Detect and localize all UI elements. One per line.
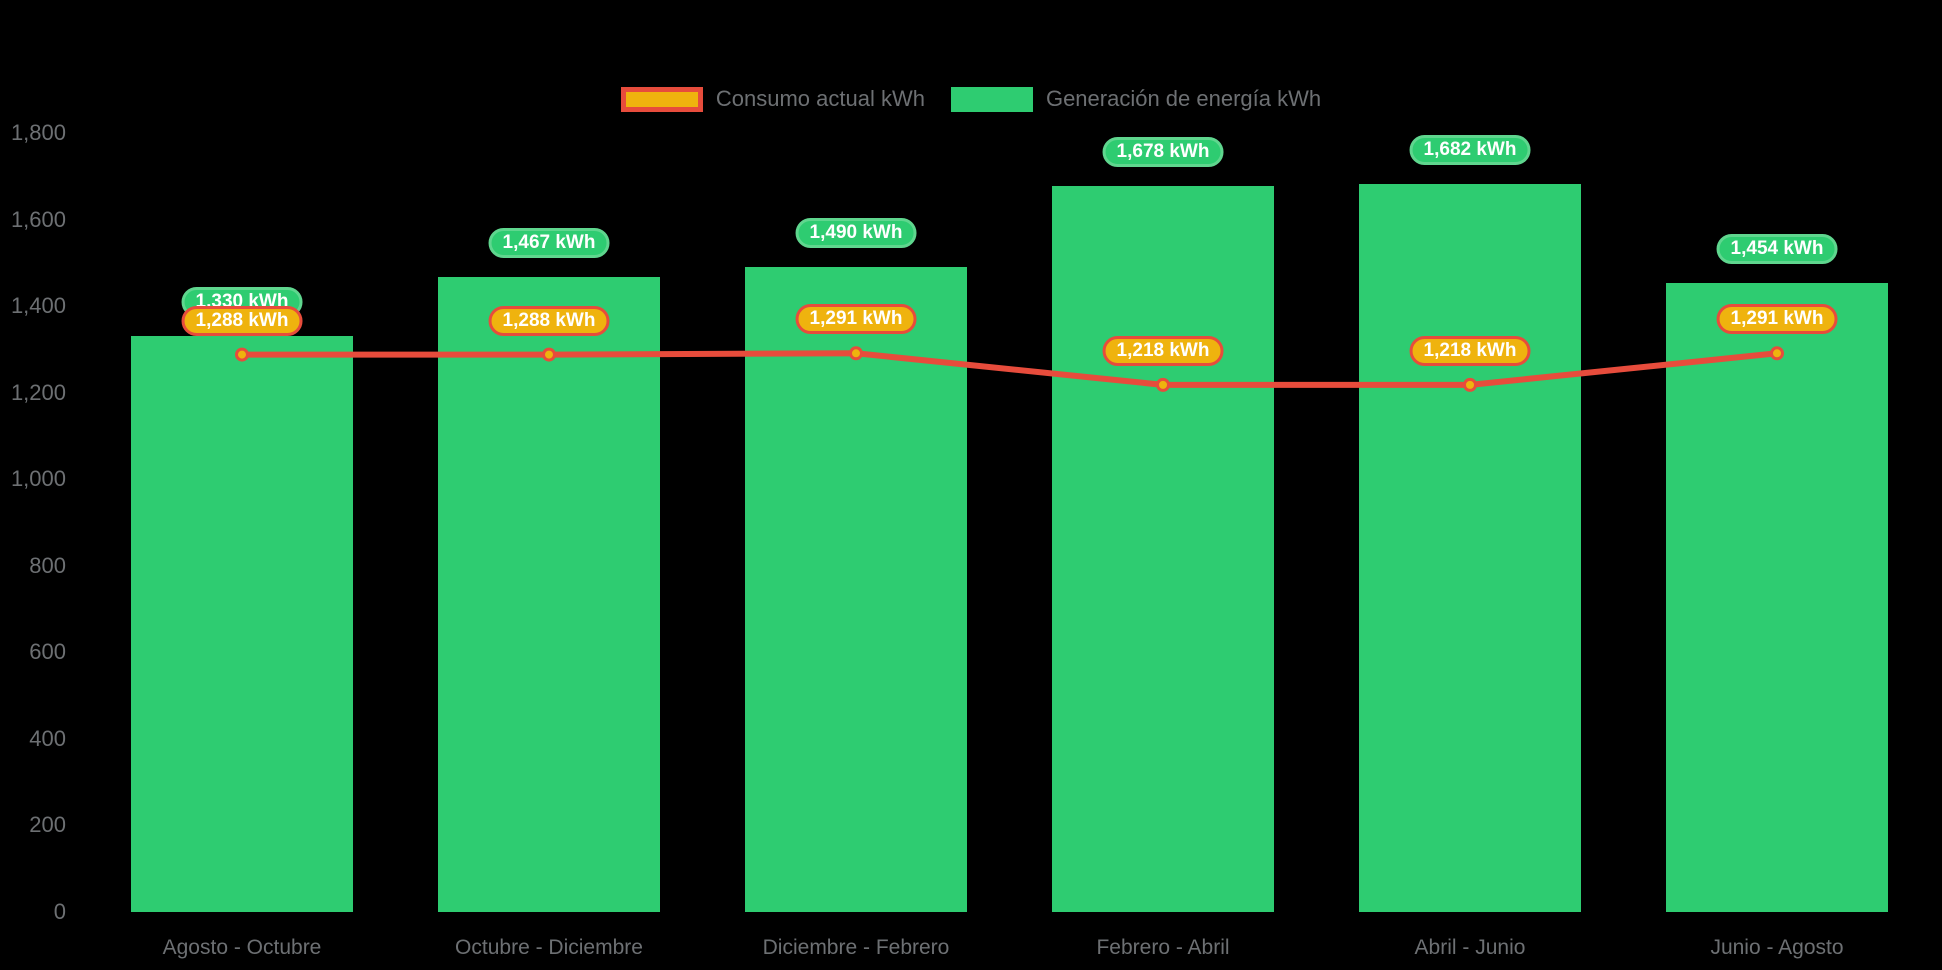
x-axis-category-label: Octubre - Diciembre [455,936,643,959]
y-axis-tick-label: 1,000 [10,466,66,492]
bar-generacion-energia[interactable] [1666,282,1888,912]
legend-item-consumo[interactable]: Consumo actual kWh [620,86,925,112]
bar-generacion-energia[interactable] [131,336,353,912]
y-axis-tick-label: 0 [53,899,66,924]
x-axis-category-label: Febrero - Abril [1096,936,1230,959]
bar-generacion-energia[interactable] [1052,185,1274,912]
bar-value-label: 1,467 kWh [488,228,610,259]
bar-value-label: 1,682 kWh [1409,135,1531,166]
bar-value-label: 1,678 kWh [1102,136,1224,167]
y-axis-tick-label: 1,200 [10,379,66,405]
bar-generacion-energia[interactable] [745,267,967,912]
legend-label-generacion: Generación de energía kWh [1045,86,1322,111]
y-axis-tick-label: 1,400 [10,293,66,319]
consumo-value-label: 1,291 kWh [795,304,917,335]
chart-legend: Consumo actual kWh Generación de energía… [0,86,1942,112]
consumo-point[interactable] [1770,346,1784,361]
legend-item-generacion[interactable]: Generación de energía kWh [950,86,1322,112]
x-axis-category-label: Abril - Junio [1414,936,1526,959]
legend-swatch-consumo-icon [620,86,703,112]
y-axis-tick-label: 800 [29,552,66,578]
consumo-point[interactable] [542,347,556,362]
consumo-point[interactable] [1463,377,1477,392]
y-axis-tick-label: 600 [29,639,66,665]
consumo-value-label: 1,218 kWh [1409,335,1531,366]
y-axis-tick-label: 400 [29,725,66,751]
consumo-value-label: 1,291 kWh [1716,304,1838,335]
consumo-value-label: 1,288 kWh [181,305,303,336]
y-axis-tick-label: 1,600 [10,206,66,232]
y-axis-tick-label: 200 [29,812,66,838]
consumo-point[interactable] [1156,377,1170,392]
consumo-line [239,350,1780,388]
consumo-value-label: 1,218 kWh [1102,335,1224,366]
x-axis-category-label: Diciembre - Febrero [762,936,950,959]
x-axis-category-label: Junio - Agosto [1710,936,1844,959]
bar-value-label: 1,454 kWh [1716,233,1838,264]
consumo-point[interactable] [849,346,863,361]
consumo-value-label: 1,288 kWh [488,305,610,336]
bar-generacion-energia[interactable] [1359,184,1581,912]
bar-generacion-energia[interactable] [438,277,660,912]
legend-swatch-generacion-icon [950,86,1033,112]
legend-label-consumo: Consumo actual kWh [715,86,925,111]
x-axis-category-label: Agosto - Octubre [162,936,322,959]
consumo-point[interactable] [235,347,249,362]
bar-value-label: 1,490 kWh [795,218,917,249]
y-axis-tick-label: 1,800 [10,120,66,145]
